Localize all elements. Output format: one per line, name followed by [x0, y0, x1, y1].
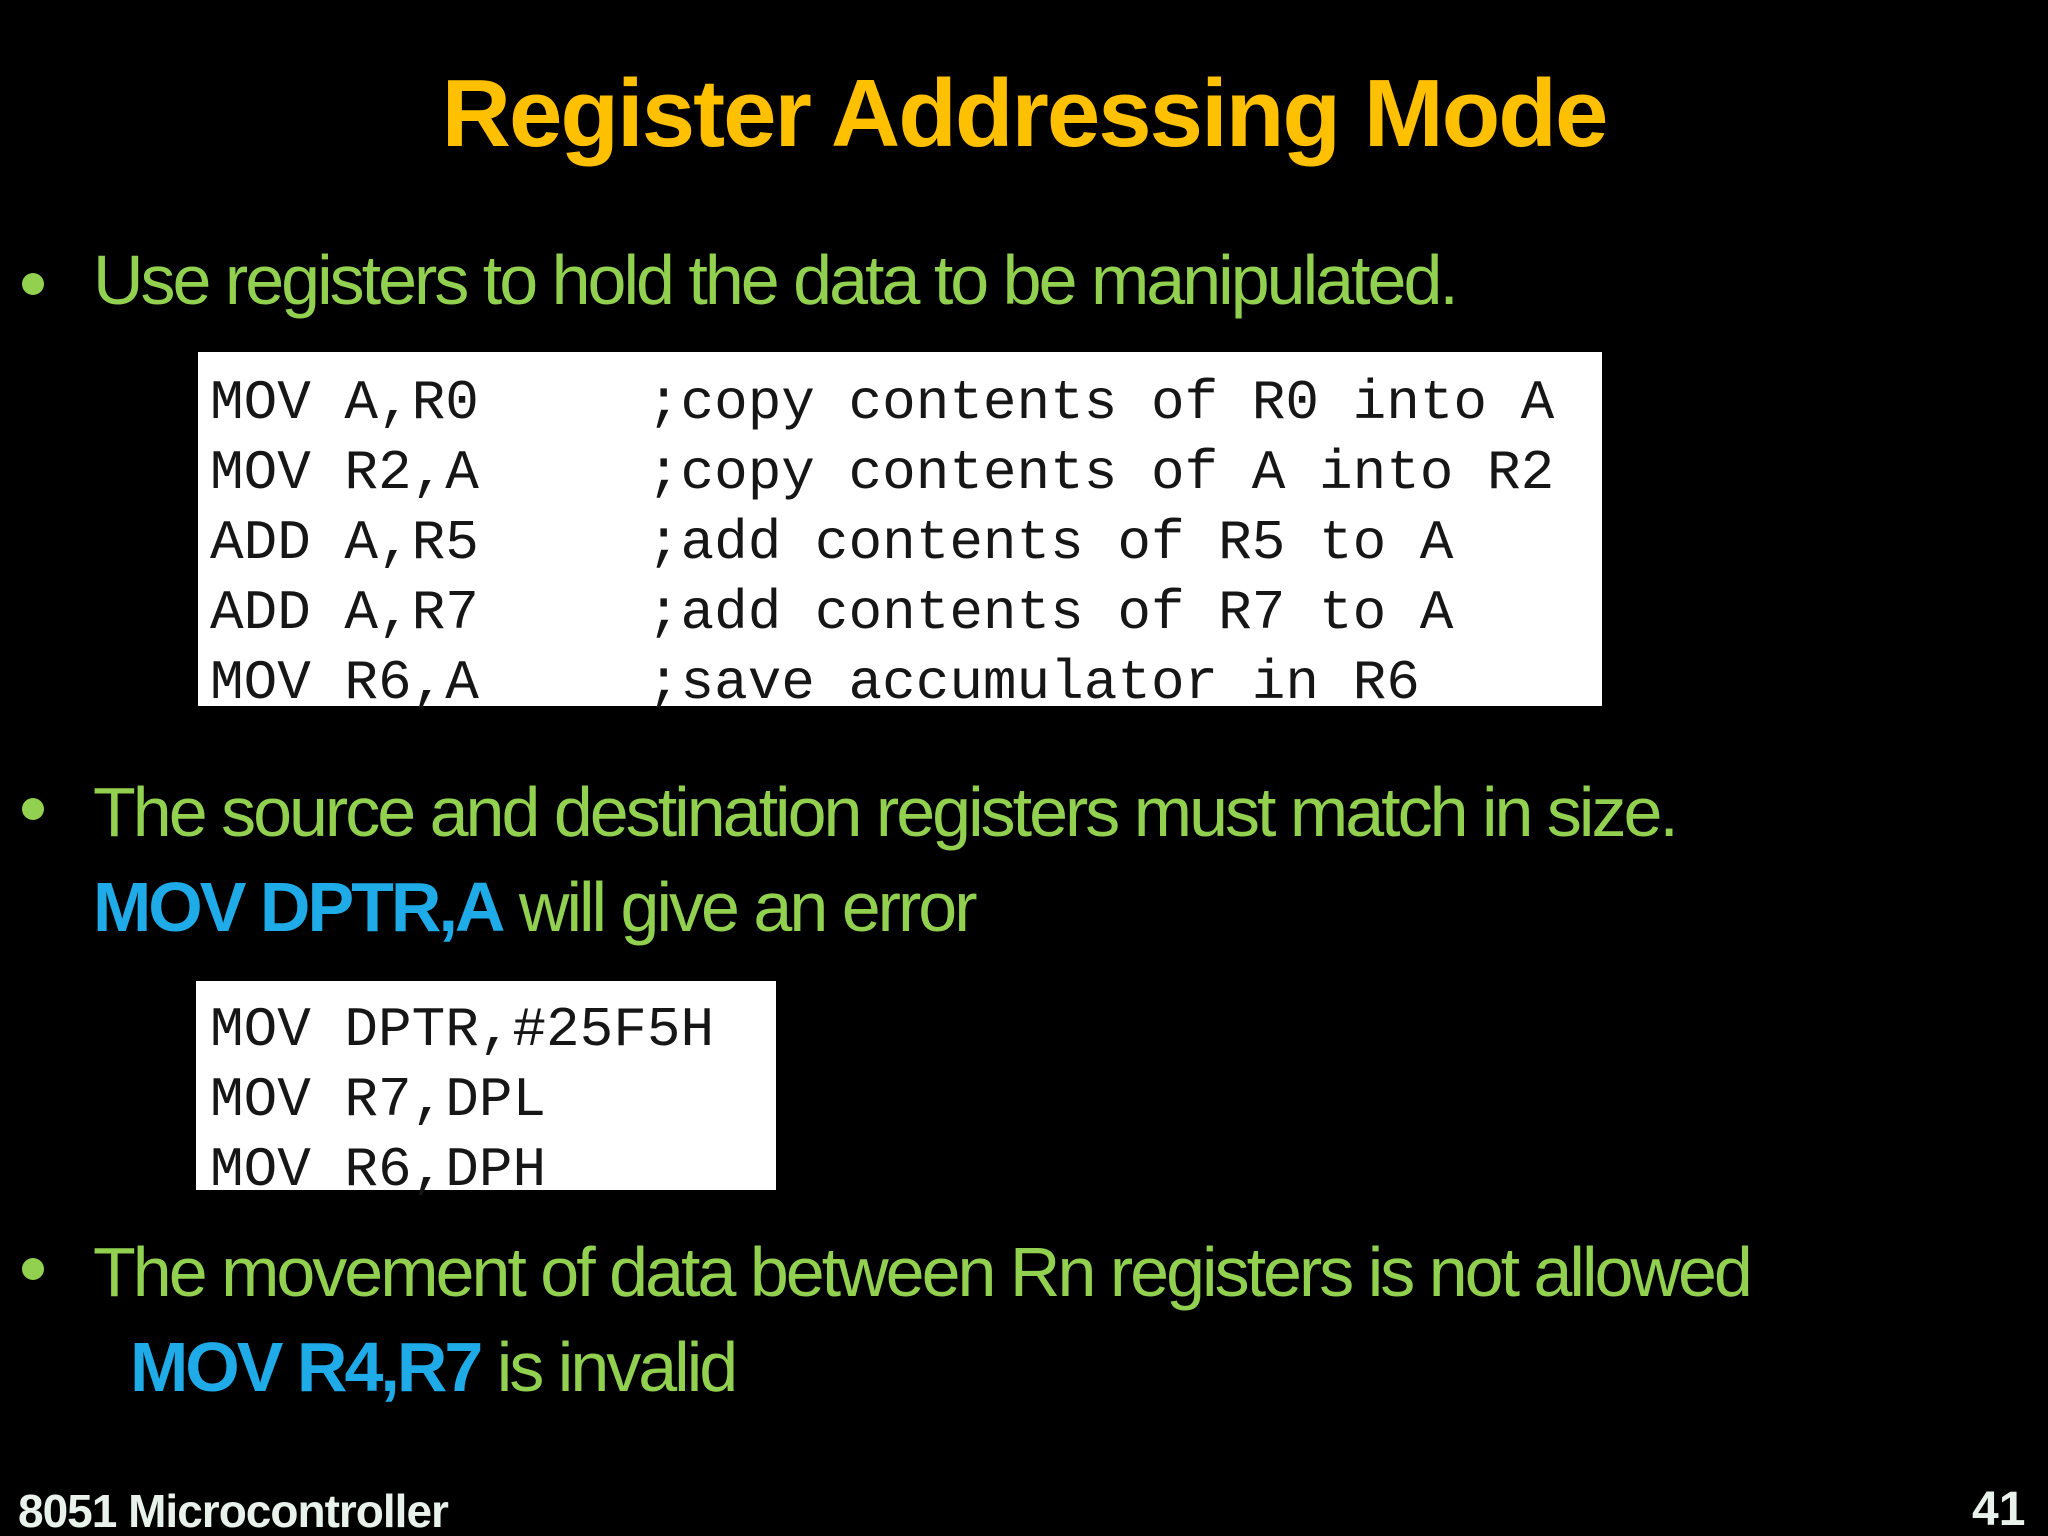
- bullet2-rest-text: will give an error: [502, 868, 978, 946]
- bullet3-line1: The movement of data between Rn register…: [93, 1233, 1753, 1311]
- code-block-1-text: MOV A,R0 ;copy contents of R0 into A MOV…: [210, 371, 1555, 715]
- bullet3-rest-text: is invalid: [480, 1328, 738, 1406]
- bullet2-line2: MOV DPTR,A will give an error: [93, 860, 978, 955]
- bullet2-line1: The source and destination registers mus…: [93, 773, 1679, 851]
- code-block-2-text: MOV DPTR,#25F5H MOV R7,DPL MOV R6,DPH: [210, 998, 715, 1202]
- bullet3-highlight-instruction: MOV R4,R7: [130, 1328, 483, 1406]
- bullet3-line2: MOV R4,R7 is invalid: [130, 1320, 738, 1415]
- slide-title: Register Addressing Mode: [441, 60, 1609, 167]
- bullet-dot: [22, 798, 44, 820]
- bullet2-highlight-instruction: MOV DPTR,A: [93, 868, 505, 946]
- bullet-dot: [22, 273, 44, 295]
- code-block-dptr-example: MOV DPTR,#25F5H MOV R7,DPL MOV R6,DPH: [196, 981, 776, 1202]
- footer-course-label: 8051 Microcontroller: [18, 1485, 449, 1536]
- code-block-register-examples: MOV A,R0 ;copy contents of R0 into A MOV…: [198, 352, 1602, 715]
- bullet1-text: Use registers to hold the data to be man…: [93, 241, 1459, 319]
- bullet-dot: [22, 1258, 44, 1280]
- slide-page-number: 41: [1972, 1483, 2026, 1536]
